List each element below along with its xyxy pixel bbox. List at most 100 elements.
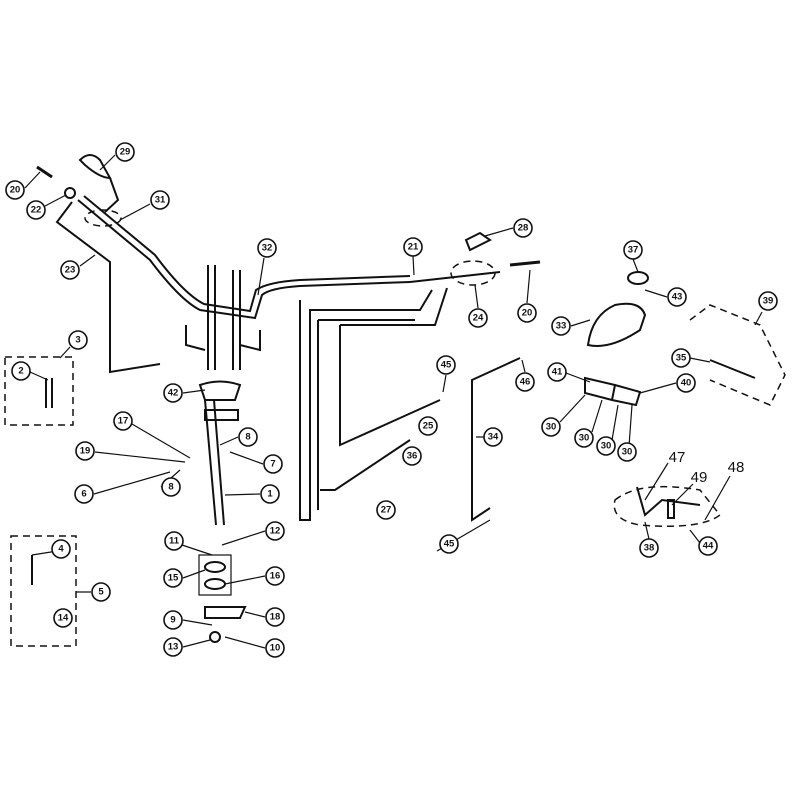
callout-40: 40: [676, 373, 696, 393]
rod-47: [636, 486, 701, 517]
callout-9: 9: [163, 610, 183, 630]
housing-33: [586, 302, 647, 347]
callout-label: 38: [644, 543, 655, 554]
callout-46: 46: [515, 372, 535, 392]
callout-label: 28: [518, 223, 529, 234]
callouts: 29 20 22 31 23 32 3 2 42 17 19 8 7 8 6 1…: [5, 142, 778, 658]
callout-label: 15: [168, 573, 179, 584]
bushing-box: [198, 554, 232, 596]
callout-24: 24: [468, 308, 488, 328]
callout-28: 28: [513, 218, 533, 238]
callout-12: 12: [265, 521, 285, 541]
callout-label: 2: [18, 366, 23, 377]
lever-link: [104, 177, 120, 213]
callout-label: 9: [170, 615, 175, 626]
callout-label: 33: [556, 321, 567, 332]
callout-30d: 30: [617, 442, 637, 462]
callout-label: 31: [155, 195, 166, 206]
callout-label: 6: [81, 489, 86, 500]
brackets-41: [584, 376, 642, 407]
callout-label: 36: [407, 451, 418, 462]
callout-15: 15: [163, 568, 183, 588]
callout-label: 30: [546, 422, 557, 433]
callout-label: 30: [601, 441, 612, 452]
cable-36-end: [320, 439, 411, 491]
arm-18: [204, 606, 247, 619]
leader-lines: [24, 154, 763, 649]
callout-38: 38: [639, 538, 659, 558]
kit-38-outline: [613, 485, 722, 527]
callout-label: 5: [98, 587, 104, 598]
callout-6: 6: [74, 484, 94, 504]
callout-label: 37: [628, 245, 639, 256]
callout-label: 3: [75, 335, 80, 346]
callout-label: 21: [408, 242, 419, 253]
bracket-24-outline: [450, 260, 496, 286]
callout-label: 44: [703, 541, 714, 552]
callout-17: 17: [113, 411, 133, 431]
knob-37: [627, 271, 649, 285]
callout-label: 45: [444, 539, 455, 550]
callout-3: 3: [68, 330, 88, 350]
kit-5-box: [10, 535, 77, 647]
callout-label: 24: [473, 313, 484, 324]
callout-label: 42: [168, 388, 179, 399]
callout-10: 10: [265, 638, 285, 658]
callout-39: 39: [758, 291, 778, 311]
callout-44: 44: [698, 536, 718, 556]
nut-13: [209, 631, 221, 643]
callout-34: 34: [483, 427, 503, 447]
handlebar-32: [77, 199, 411, 320]
cable-27: [299, 289, 433, 521]
callout-1: 1: [260, 484, 280, 504]
callout-19: 19: [75, 441, 95, 461]
callout-45b: 45: [439, 534, 459, 554]
cable-23: [55, 201, 161, 374]
label-47: 47: [669, 449, 686, 466]
bushing-15: [204, 561, 226, 573]
callout-18: 18: [265, 607, 285, 627]
kit-3-box: [4, 356, 74, 426]
steering-column: [204, 399, 225, 526]
callout-label: 11: [169, 536, 180, 547]
callout-36: 36: [402, 446, 422, 466]
callout-23: 23: [60, 260, 80, 280]
callout-label: 8: [245, 432, 250, 443]
label-49: 49: [691, 469, 708, 486]
bushing-16: [204, 578, 226, 590]
callout-label: 34: [488, 432, 499, 443]
label-48: 48: [728, 459, 745, 476]
kit-bolts: [31, 378, 53, 585]
callout-20: 20: [5, 180, 25, 200]
lever-29: [78, 154, 112, 180]
callout-20b: 20: [517, 303, 537, 323]
grip-right: [509, 260, 541, 267]
callout-label: 20: [10, 185, 21, 196]
callout-label: 10: [270, 643, 281, 654]
callout-16: 16: [265, 566, 285, 586]
callout-label: 1: [267, 489, 273, 500]
lever-28: [464, 231, 492, 252]
callout-label: 13: [168, 642, 179, 653]
callout-label: 39: [763, 296, 774, 307]
callout-29: 29: [115, 142, 135, 162]
rod-35: [709, 359, 756, 379]
u-bolts: [185, 325, 261, 352]
kit-39-outline: [689, 304, 786, 406]
callout-35: 35: [671, 348, 691, 368]
callout-25: 25: [418, 416, 438, 436]
callout-label: 12: [270, 526, 281, 537]
plain-labels: 47 49 48: [669, 449, 745, 486]
callout-label: 32: [262, 243, 273, 254]
callout-8: 8: [238, 427, 258, 447]
callout-2: 2: [11, 361, 31, 381]
callout-label: 30: [622, 447, 633, 458]
mount-bolts: [207, 265, 241, 370]
plate-42: [198, 380, 242, 401]
callout-37: 37: [623, 240, 643, 260]
callout-42: 42: [163, 383, 183, 403]
callout-label: 30: [579, 433, 590, 444]
callout-label: 20: [522, 308, 533, 319]
callout-22: 22: [26, 200, 46, 220]
